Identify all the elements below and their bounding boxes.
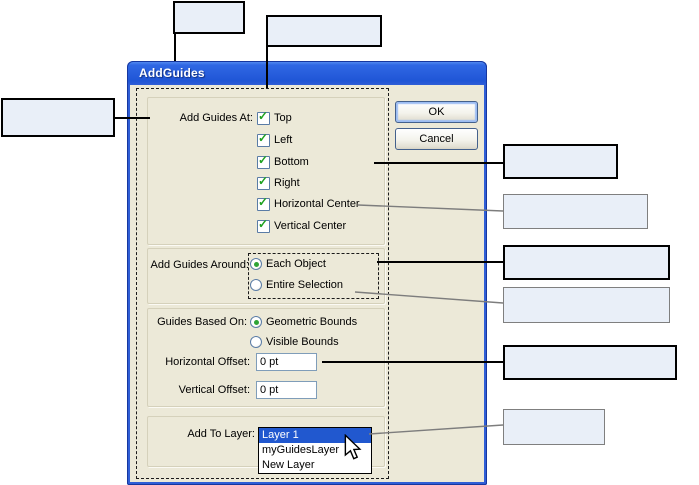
group-add-guides-at bbox=[147, 97, 385, 245]
add-guides-at-label: Add Guides At: bbox=[179, 112, 253, 124]
check-icon: ✓ bbox=[258, 194, 269, 209]
callout-box-layer-list bbox=[503, 409, 605, 445]
radio-each-object[interactable]: Each Object bbox=[250, 257, 326, 271]
checkbox-icon: ✓ bbox=[257, 173, 270, 190]
radio-geometric-bounds[interactable]: Geometric Bounds bbox=[250, 315, 357, 329]
checkbox-left[interactable]: ✓ Left bbox=[257, 130, 293, 147]
radio-unselected-icon bbox=[250, 279, 262, 291]
radio-label: Each Object bbox=[266, 258, 326, 270]
callout-box-marquee bbox=[266, 15, 382, 47]
callout-box-entire-selection bbox=[503, 287, 670, 323]
checkbox-icon: ✓ bbox=[257, 216, 270, 233]
check-icon: ✓ bbox=[258, 130, 269, 145]
radio-label: Visible Bounds bbox=[266, 336, 339, 348]
add-to-layer-dropdown[interactable]: Layer 1 myGuidesLayer New Layer bbox=[258, 427, 372, 474]
radio-selected-icon bbox=[250, 258, 262, 270]
callout-box-offset-field bbox=[503, 345, 677, 380]
checkbox-right[interactable]: ✓ Right bbox=[257, 173, 300, 190]
checkbox-top[interactable]: ✓ Top bbox=[257, 108, 292, 125]
dialog-client-area bbox=[130, 85, 484, 482]
radio-label: Entire Selection bbox=[266, 279, 344, 291]
checkbox-horizontal-center[interactable]: ✓ Horizontal Center bbox=[257, 194, 360, 211]
group-add-guides-around bbox=[147, 248, 385, 304]
checkbox-icon: ✓ bbox=[257, 194, 270, 211]
checkbox-label: Left bbox=[274, 134, 293, 146]
vertical-offset-input[interactable] bbox=[256, 381, 317, 399]
dotted-marquee-content bbox=[136, 88, 389, 479]
checkbox-icon: ✓ bbox=[257, 130, 270, 147]
cancel-button[interactable]: Cancel bbox=[395, 128, 478, 150]
check-icon: ✓ bbox=[258, 152, 269, 167]
callout-box-each-object bbox=[503, 245, 670, 280]
checkbox-label: Bottom bbox=[274, 156, 309, 168]
add-to-layer-label: Add To Layer: bbox=[187, 428, 255, 440]
callout-box-bottom-checkbox bbox=[503, 144, 618, 179]
checkbox-label: Top bbox=[274, 112, 292, 124]
radio-entire-selection[interactable]: Entire Selection bbox=[250, 278, 343, 292]
callout-box-add-guides-at bbox=[1, 98, 115, 137]
ok-button[interactable]: OK bbox=[395, 101, 478, 123]
checkbox-bottom[interactable]: ✓ Bottom bbox=[257, 152, 309, 169]
checkbox-vertical-center[interactable]: ✓ Vertical Center bbox=[257, 216, 347, 233]
check-icon: ✓ bbox=[258, 108, 269, 123]
vertical-offset-label: Vertical Offset: bbox=[178, 384, 250, 396]
dotted-marquee-radio-group bbox=[248, 253, 379, 299]
horizontal-offset-input[interactable] bbox=[256, 353, 317, 371]
radio-unselected-icon bbox=[250, 336, 262, 348]
check-icon: ✓ bbox=[258, 173, 269, 188]
radio-visible-bounds[interactable]: Visible Bounds bbox=[250, 335, 339, 349]
radio-selected-icon bbox=[250, 316, 262, 328]
dropdown-option-layer-1[interactable]: Layer 1 bbox=[259, 428, 371, 443]
guides-based-on-label: Guides Based On: bbox=[157, 316, 247, 328]
checkbox-icon: ✓ bbox=[257, 152, 270, 169]
dropdown-option-new-layer[interactable]: New Layer bbox=[262, 459, 315, 471]
dropdown-option-myguideslayer[interactable]: myGuidesLayer bbox=[262, 444, 340, 456]
radio-label: Geometric Bounds bbox=[266, 316, 358, 328]
check-icon: ✓ bbox=[258, 216, 269, 231]
horizontal-offset-label: Horizontal Offset: bbox=[165, 356, 250, 368]
checkbox-label: Right bbox=[274, 177, 300, 189]
callout-box-horizontal-center bbox=[503, 194, 648, 229]
callout-box-title bbox=[173, 1, 245, 34]
dialog-title: AddGuides bbox=[139, 66, 205, 80]
checkbox-label: Vertical Center bbox=[274, 220, 347, 232]
dialog-titlebar[interactable]: AddGuides bbox=[129, 62, 485, 84]
group-guides-based-on bbox=[147, 308, 385, 407]
checkbox-label: Horizontal Center bbox=[274, 198, 360, 210]
checkbox-icon: ✓ bbox=[257, 108, 270, 125]
add-guides-around-label: Add Guides Around: bbox=[150, 259, 249, 271]
